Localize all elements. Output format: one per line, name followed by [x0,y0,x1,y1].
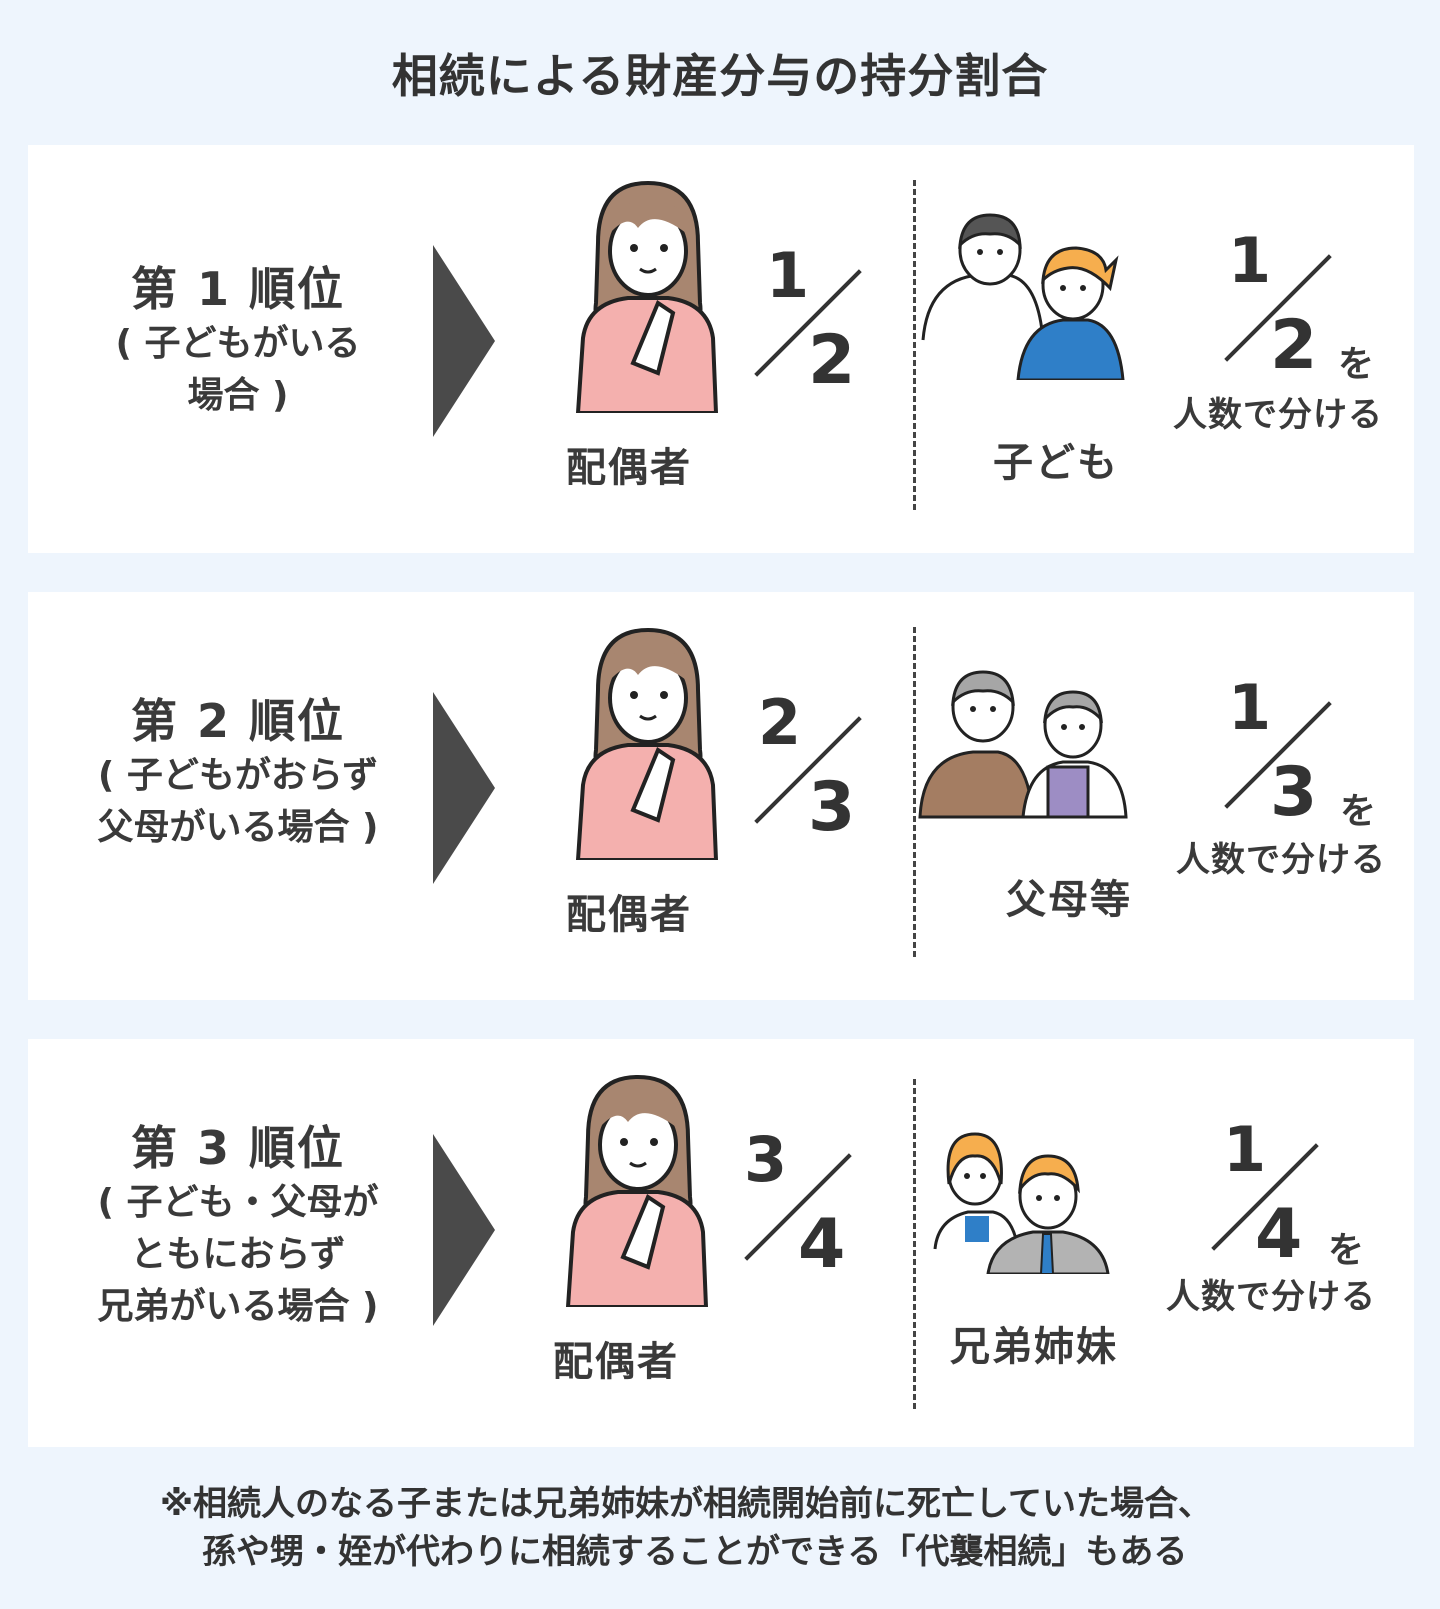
heir-suffix: を [1328,1230,1365,1271]
footnote: ※相続人のなる子または兄弟姉妹が相続開始前に死亡していた場合、 孫や甥・姪が代わ… [160,1480,1390,1576]
denominator: 2 [1270,306,1318,385]
spouse-label: 配偶者 [566,445,692,491]
rank-3-panel: 第 3 順位 ( 子ども・父母が ともにおらず 兄弟がいる場合 ) 配偶者 3 … [28,1039,1414,1447]
dashed-divider [913,627,916,957]
numerator: 3 [744,1123,788,1196]
numerator: 1 [1223,1113,1267,1186]
spouse-label: 配偶者 [553,1339,679,1385]
denominator: 4 [1255,1195,1303,1274]
numerator: 1 [1228,224,1272,297]
spouse-label: 配偶者 [566,892,692,938]
rank-2-heading: 第 2 順位 ( 子どもがおらず 父母がいる場合 ) [28,692,448,854]
denominator: 2 [808,321,856,400]
denominator: 4 [798,1205,846,1284]
heir-share-fraction: 1 2 [1224,224,1348,385]
heir-suffix: を [1340,791,1377,832]
numerator: 1 [766,239,810,312]
arrow-right-icon [433,1134,495,1326]
arrow-right-icon [433,692,495,884]
heir-label: 父母等 [1006,877,1132,923]
page-title: 相続による財産分与の持分割合 [391,49,1049,103]
arrow-right-icon [433,245,495,437]
rank-1-panel: 第 1 順位 ( 子どもがいる 場合 ) 配偶者 1 2 子ども 1 2 を 人… [28,145,1414,553]
heir-share-fraction: 1 3 [1224,671,1348,832]
spouse-share-fraction: 1 2 [748,245,868,395]
heir-label: 子ども [993,440,1119,486]
parents-illustration-icon [918,670,1128,819]
numerator: 2 [758,686,802,759]
heir-share-fraction: 1 4 [1211,1113,1343,1274]
dashed-divider [913,1079,916,1409]
dashed-divider [913,180,916,510]
spouse-share-fraction: 2 3 [748,692,868,842]
heir-label: 兄弟姉妹 [950,1324,1118,1370]
denominator: 3 [1270,753,1318,832]
spouse-illustration-icon [565,1074,709,1307]
spouse-illustration-icon [575,627,719,860]
denominator: 3 [808,768,856,847]
footnote-line-2: 孫や甥・姪が代わりに相続することができる「代襲相続」もある [202,1532,1188,1572]
siblings-illustration-icon [933,1132,1110,1274]
rank-title: 第 2 順位 [130,694,346,748]
rank-condition: ( 子どもがいる 場合 ) [115,323,361,416]
rank-condition: ( 子どもがおらず 父母がいる場合 ) [97,755,379,848]
rank-title: 第 1 順位 [130,262,346,316]
split-by-count-note: 人数で分ける [1166,1277,1376,1317]
rank-2-panel: 第 2 順位 ( 子どもがおらず 父母がいる場合 ) 配偶者 2 3 父母等 1… [28,592,1414,1000]
children-illustration-icon [921,213,1125,380]
split-by-count-note: 人数で分ける [1176,840,1386,880]
footnote-line-1: ※相続人のなる子または兄弟姉妹が相続開始前に死亡していた場合、 [160,1484,1213,1524]
spouse-illustration-icon [575,180,719,413]
rank-1-heading: 第 1 順位 ( 子どもがいる 場合 ) [28,260,448,422]
rank-title: 第 3 順位 [130,1121,346,1175]
heir-suffix: を [1338,344,1375,385]
rank-condition: ( 子ども・父母が ともにおらず 兄弟がいる場合 ) [97,1182,379,1327]
rank-3-heading: 第 3 順位 ( 子ども・父母が ともにおらず 兄弟がいる場合 ) [28,1119,448,1333]
numerator: 1 [1228,671,1272,744]
split-by-count-note: 人数で分ける [1173,395,1383,435]
spouse-share-fraction: 3 4 [738,1129,858,1279]
